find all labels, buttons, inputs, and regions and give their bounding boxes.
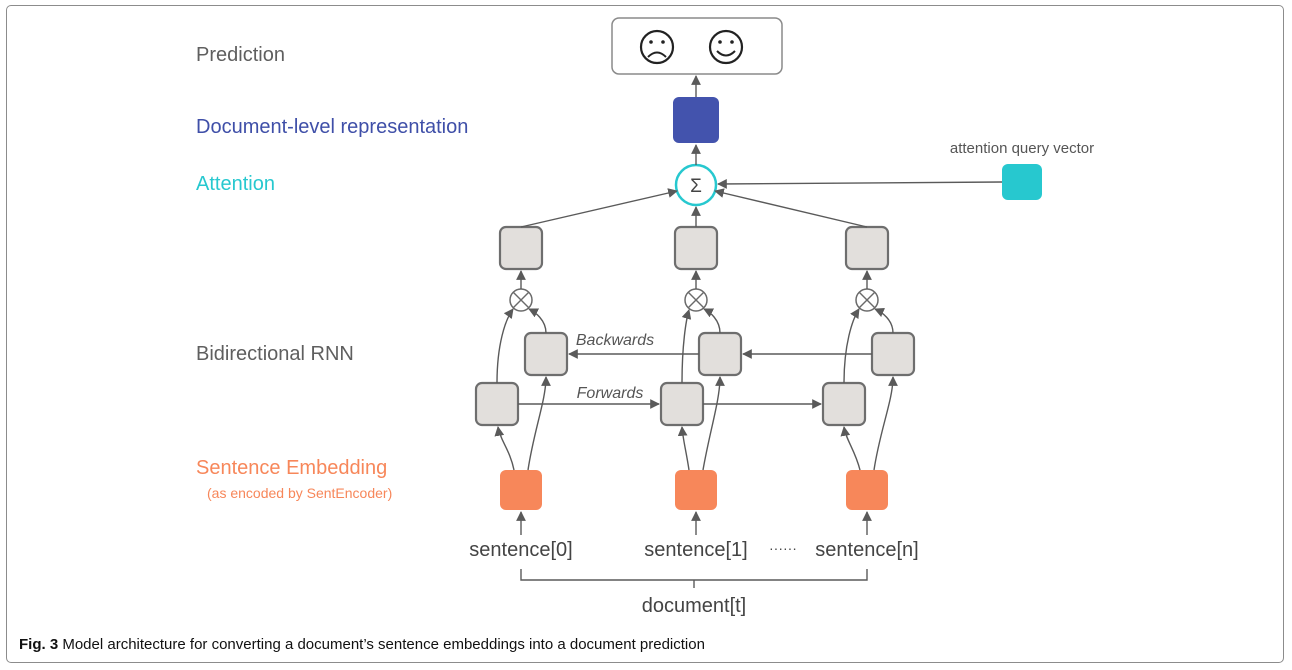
arrow-forward1-to-mult [681,309,692,384]
happy-face-icon [708,29,744,65]
sentence-label-n: sentence[n] [815,539,918,561]
arrow-emb1-to-backward [702,376,725,471]
arrow-celln-to-sum [714,188,868,228]
bidirectional-rnn-label: Bidirectional RNN [196,343,354,365]
multiply-icon [684,288,708,312]
arrow-forwardn-to-mult [843,308,860,384]
document-representation-box [673,97,719,143]
document-level-label: Document-level representation [196,116,468,138]
sentence-embedding-box-1 [675,470,717,510]
document-bracket [520,569,868,581]
figure-number: Fig. 3 [19,636,59,653]
arrow-backward1-to-mult [703,308,721,334]
sum-symbol: Σ [690,176,702,197]
sentence-embedding-note: (as encoded by SentEncoder) [207,485,392,501]
arrow-forward0-to-mult [496,308,514,384]
forward-cell-0 [474,381,520,427]
combined-cell-1 [673,225,719,271]
attention-query-label: attention query vector [950,140,1094,157]
figure-frame [6,5,1284,663]
arrow-query-to-sum [717,179,1003,189]
arrow-cell0-to-sum [520,188,678,228]
arrow-backwardn-to-mult [874,307,894,334]
model-architecture-diagram: Prediction Document-level representation… [196,17,1094,617]
arrow-emb0-to-backward [527,376,551,471]
document-label: document[t] [642,595,747,617]
backward-cell-n [870,331,916,377]
forward-cell-1 [659,381,705,427]
sentence-embedding-label: Sentence Embedding [196,457,387,479]
multiply-icon [509,288,533,312]
sad-face-icon [639,29,675,65]
arrow-embn-to-backward [873,376,898,471]
sentence-embedding-box-0 [500,470,542,510]
multiply-icon [855,288,879,312]
arrow-embn-to-forward [840,426,861,471]
backward-cell-0 [523,331,569,377]
combined-cell-n [844,225,890,271]
sentence-label-0: sentence[0] [469,539,572,561]
backwards-label: Backwards [576,332,654,349]
forwards-label: Forwards [577,385,644,402]
arrow-emb0-to-forward [494,426,515,471]
attention-label: Attention [196,173,275,195]
forward-cell-n [821,381,867,427]
prediction-box [611,17,783,75]
caption-text: Model architecture for converting a docu… [62,636,705,653]
sentence-label-1: sentence[1] [644,539,747,561]
arrow-backward0-to-mult [528,308,547,334]
arrow-emb1-to-forward [677,426,690,471]
prediction-label: Prediction [196,44,285,66]
attention-query-box [1002,164,1042,200]
ellipsis: ······ [769,540,797,556]
backward-cell-1 [697,331,743,377]
figure-caption: Fig. 3 Model architecture for converting… [19,636,705,653]
sentence-embedding-box-n [846,470,888,510]
combined-cell-0 [498,225,544,271]
